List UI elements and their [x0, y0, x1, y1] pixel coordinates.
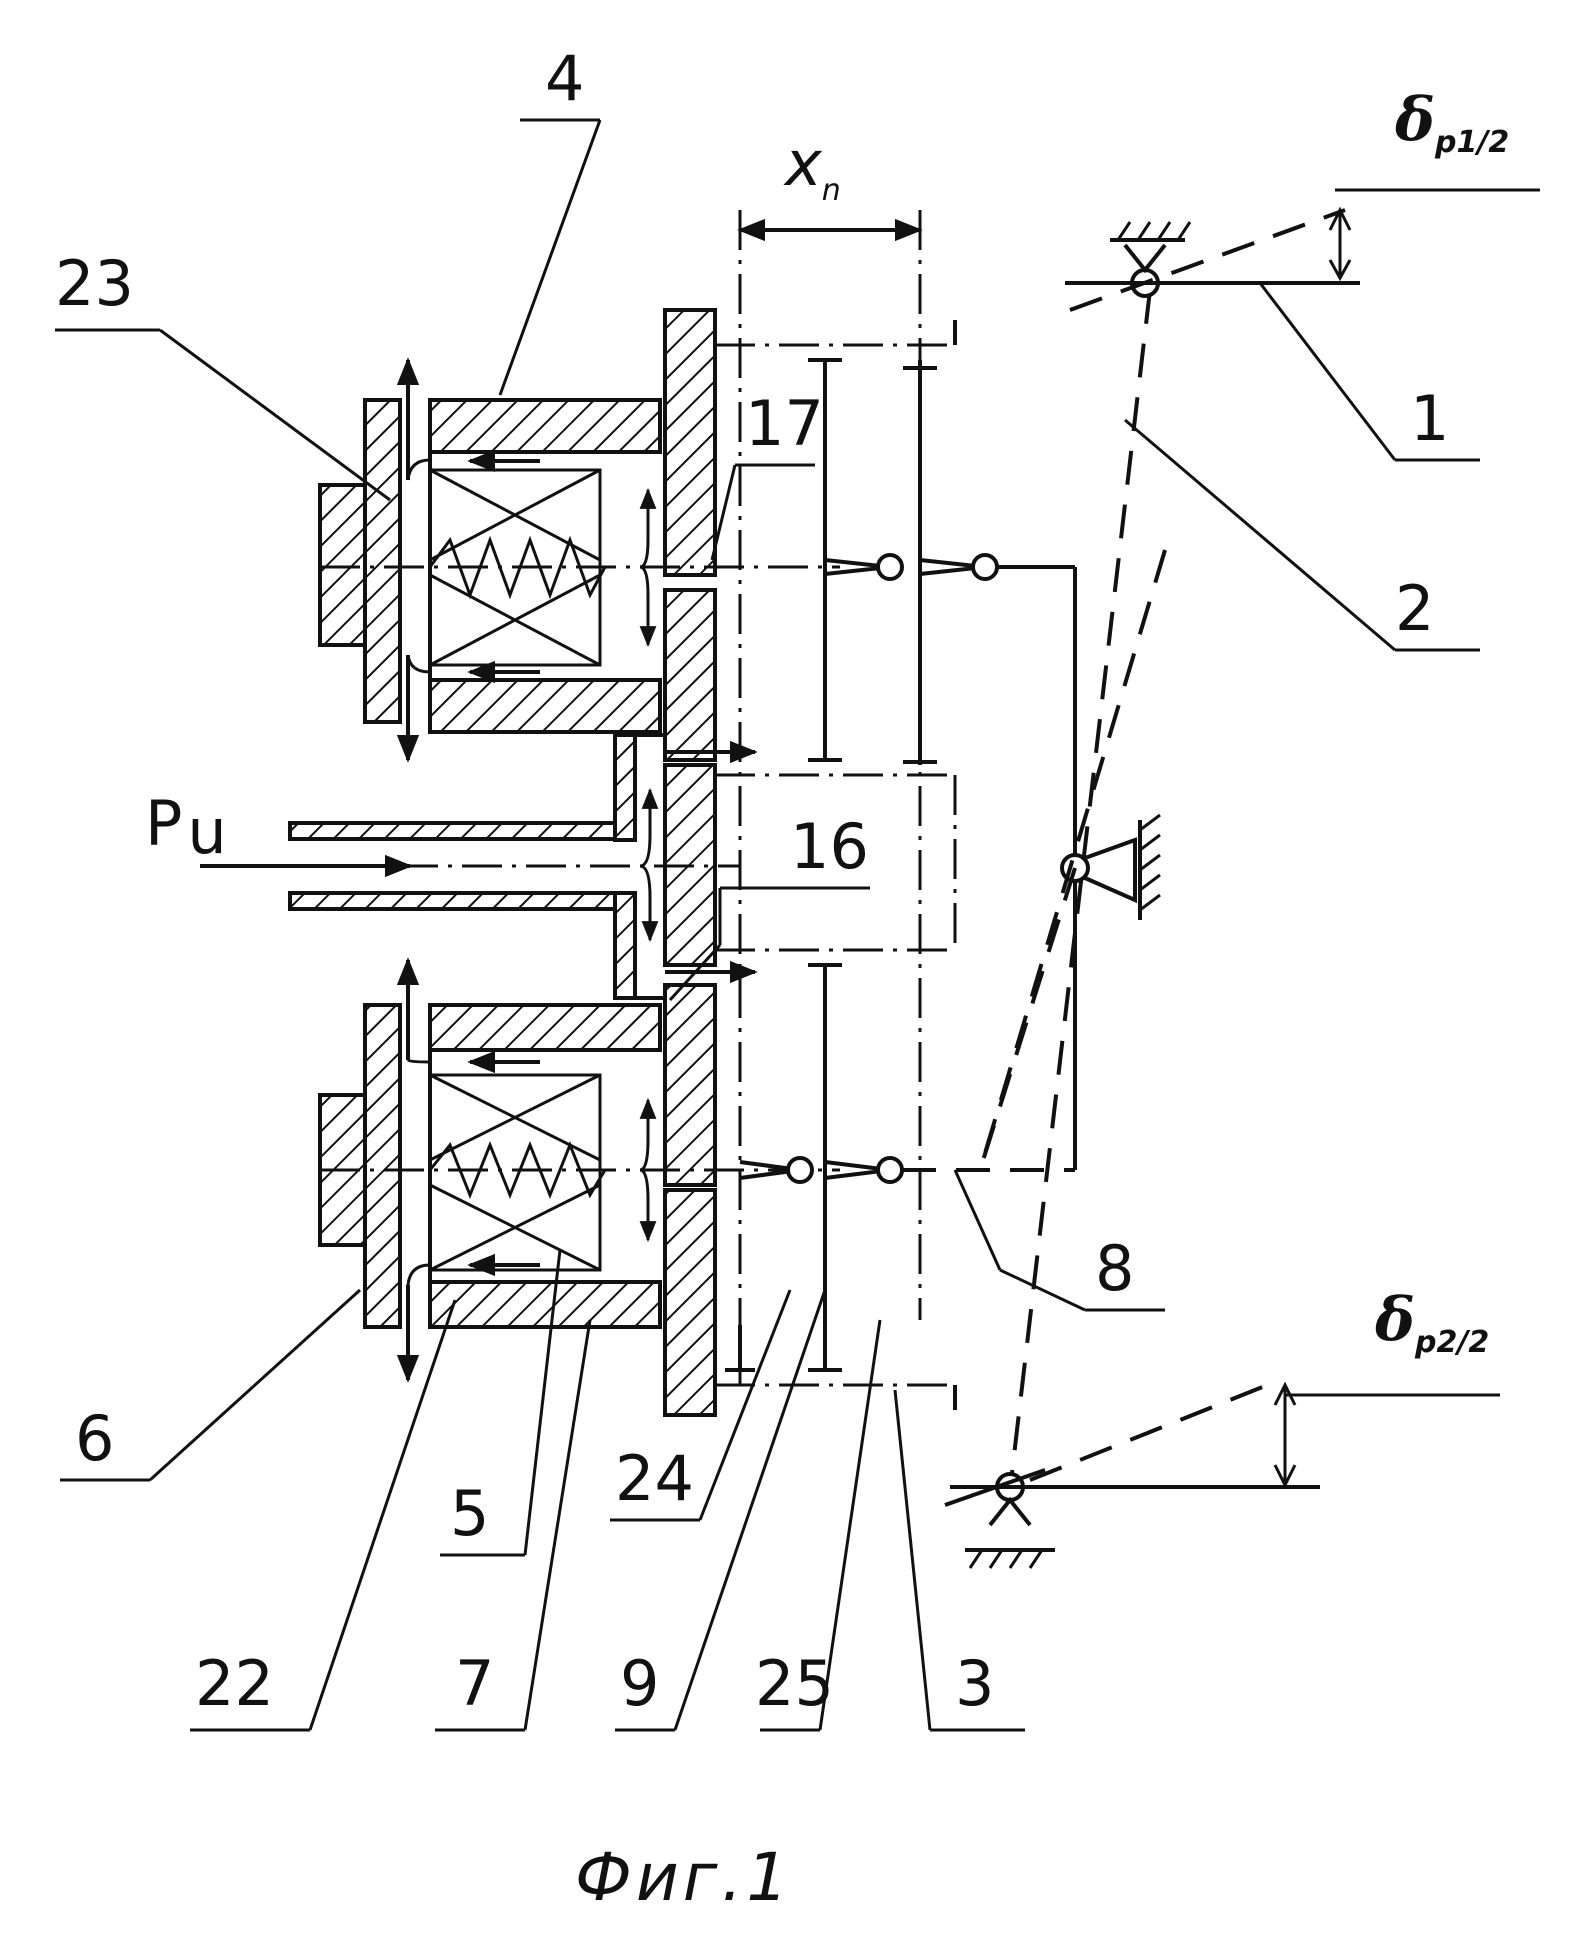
figure-caption: Фиг.1	[575, 1839, 792, 1916]
label-9: 9	[620, 1647, 659, 1720]
label-7: 7	[455, 1647, 494, 1720]
label-23: 23	[55, 247, 134, 320]
number-labels: 4 23 17 1 2 16 8 6 5 24 22 7 9 25 3	[55, 42, 1449, 1720]
label-22: 22	[195, 1647, 274, 1720]
delta2-label: δp2/2	[1374, 1285, 1489, 1360]
label-24: 24	[615, 1442, 694, 1515]
xn-label: xn	[783, 127, 841, 208]
lower-unit	[320, 960, 840, 1380]
xn-dimension: xn	[740, 127, 920, 230]
label-8: 8	[1095, 1232, 1134, 1305]
pressure-label: Pu	[145, 787, 227, 868]
central-plate	[665, 310, 715, 1415]
label-16: 16	[790, 810, 869, 883]
label-6: 6	[75, 1402, 114, 1475]
label-1: 1	[1410, 382, 1449, 455]
label-5: 5	[450, 1477, 489, 1550]
label-2: 2	[1395, 572, 1434, 645]
label-4: 4	[545, 42, 584, 115]
label-25: 25	[755, 1647, 834, 1720]
delta1-label: δp1/2	[1394, 85, 1509, 160]
label-3: 3	[955, 1647, 994, 1720]
label-17: 17	[745, 387, 824, 460]
